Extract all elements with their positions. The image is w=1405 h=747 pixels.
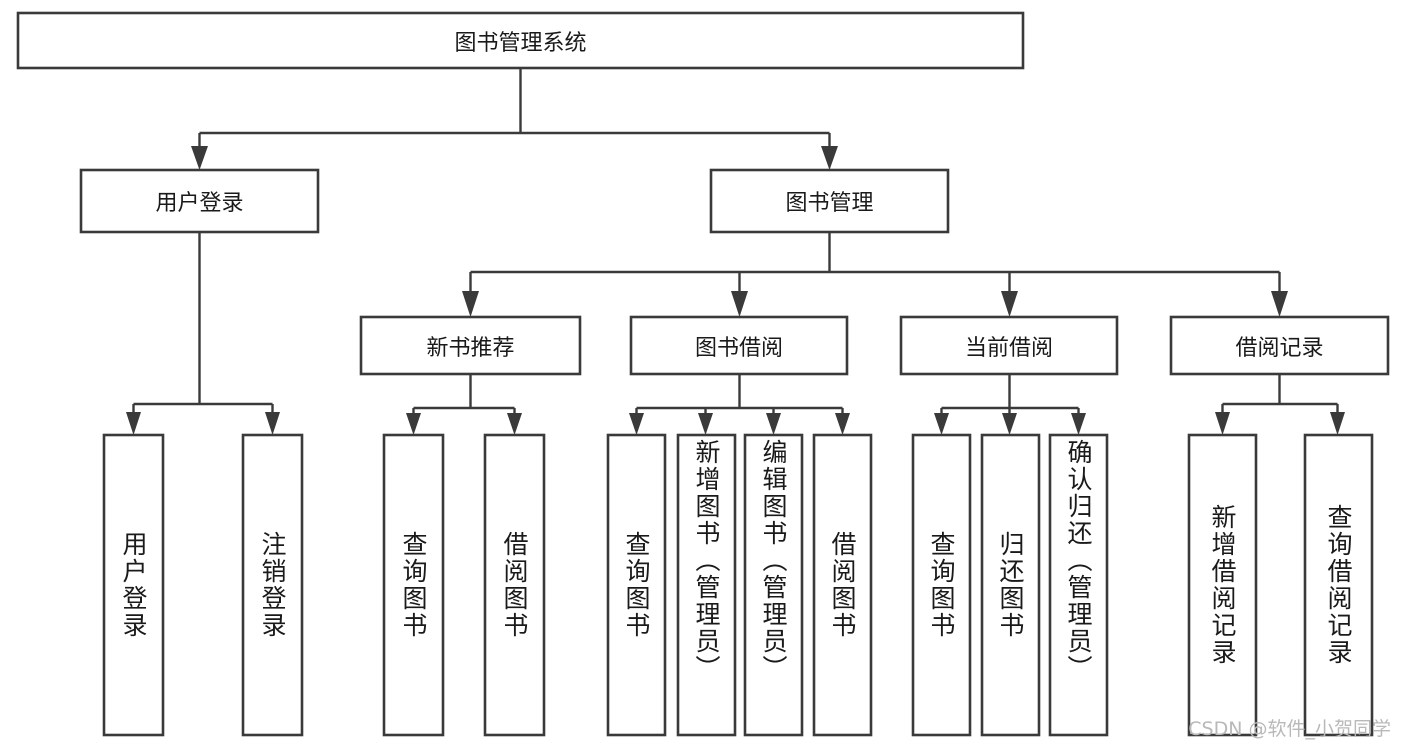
arrow-icon-new-book xyxy=(462,291,479,317)
arrow-icon-leaf-bb-add xyxy=(698,413,713,435)
node-box-leaf-cb-query-book[interactable] xyxy=(911,433,972,737)
arrow-icon-leaf-br-add xyxy=(1215,412,1230,435)
connectors-root-to-level2 xyxy=(191,68,838,170)
arrow-icon-leaf-cb-return xyxy=(1002,413,1017,435)
arrow-icon-book-borrow xyxy=(731,291,748,317)
node-box-borrow-record[interactable] xyxy=(1169,315,1390,376)
node-box-leaf-cb-confirm-return[interactable] xyxy=(1048,433,1109,737)
node-box-new-book-recommend[interactable] xyxy=(359,315,582,376)
connectors-borrow-record-to-leaves xyxy=(1215,374,1345,435)
node-box-leaf-cb-return-book[interactable] xyxy=(980,433,1041,737)
node-box-leaf-bb-add-book[interactable] xyxy=(676,433,737,737)
node-box-leaf-br-query-record[interactable] xyxy=(1303,433,1374,737)
arrow-icon-leaf-bb-edit xyxy=(766,413,781,435)
arrow-icon-user-login xyxy=(191,146,208,170)
arrow-icon-leaf-logout xyxy=(265,412,280,435)
node-box-leaf-nb-borrow-book[interactable] xyxy=(483,433,546,737)
node-box-leaf-bb-edit-book[interactable] xyxy=(743,433,804,737)
arrow-icon-leaf-nb-query xyxy=(406,413,421,435)
connectors-new-book-to-leaves xyxy=(406,374,522,435)
arrow-icon-current-borrow xyxy=(1001,291,1018,317)
node-box-leaf-bb-borrow-book[interactable] xyxy=(812,433,873,737)
arrow-icon-borrow-record xyxy=(1271,291,1288,317)
node-box-book-borrow[interactable] xyxy=(629,315,849,376)
connectors-book-borrow-to-leaves xyxy=(629,374,850,435)
node-box-root[interactable] xyxy=(16,11,1025,70)
arrow-icon-leaf-br-query xyxy=(1330,412,1345,435)
node-box-leaf-br-add-record[interactable] xyxy=(1187,433,1258,737)
node-box-current-borrow[interactable] xyxy=(899,315,1119,376)
arrow-icon-leaf-cb-query xyxy=(934,413,949,435)
node-box-leaf-user-login[interactable] xyxy=(102,433,165,737)
arrow-icon-leaf-bb-query xyxy=(629,413,644,435)
arrow-icon-leaf-bb-borrow xyxy=(835,413,850,435)
arrow-icon-leaf-user-login xyxy=(126,412,141,435)
node-box-leaf-logout[interactable] xyxy=(241,433,304,737)
connectors-book-manage-to-level3 xyxy=(462,232,1288,317)
connectors-current-borrow-to-leaves xyxy=(934,374,1086,435)
arrow-icon-book-manage xyxy=(821,146,838,170)
arrow-icon-leaf-nb-borrow xyxy=(507,413,522,435)
node-box-leaf-nb-query-book[interactable] xyxy=(382,433,445,737)
node-box-leaf-bb-query-book[interactable] xyxy=(606,433,667,737)
node-box-user-login[interactable] xyxy=(79,168,320,234)
connectors-user-login-to-leaves xyxy=(126,232,280,435)
node-box-book-manage[interactable] xyxy=(709,168,950,234)
arrow-icon-leaf-cb-confirm xyxy=(1071,413,1086,435)
